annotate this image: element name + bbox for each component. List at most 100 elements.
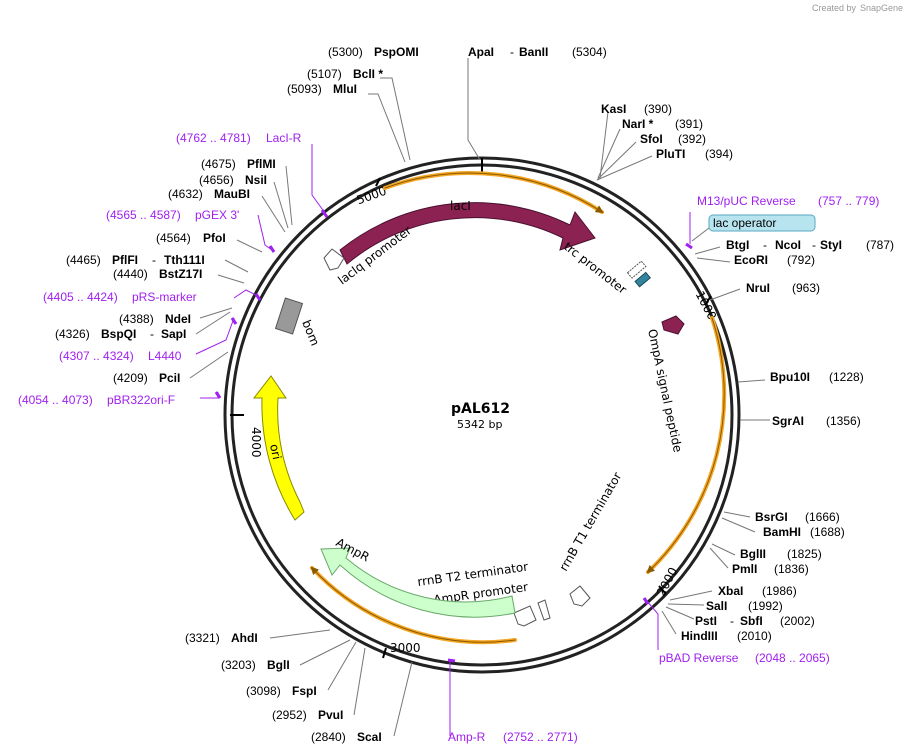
- site-sep-PflFI: -: [152, 253, 156, 267]
- site-FspI[interactable]: FspI: [292, 684, 317, 698]
- site-SapI[interactable]: SapI: [161, 327, 186, 341]
- site-AhdI[interactable]: AhdI: [231, 631, 258, 645]
- site-pos-EcoRI: (792): [787, 253, 815, 267]
- lacI-feature[interactable]: [339, 202, 596, 265]
- site-BstZ17I[interactable]: BstZ17I: [159, 267, 202, 281]
- site-SgrAI[interactable]: SgrAI: [772, 414, 804, 428]
- site-pos-PflMI: (4675): [201, 157, 236, 171]
- site-pos-BglII: (1825): [787, 547, 822, 561]
- rrnB-T2-arrow: [537, 599, 551, 621]
- site-BamHI[interactable]: BamHI: [763, 525, 801, 539]
- site-NdeI[interactable]: NdeI: [165, 312, 191, 326]
- site-BglII[interactable]: BglII: [740, 547, 766, 561]
- primer-LacI-R[interactable]: LacI-R: [266, 131, 302, 145]
- site-PflFI[interactable]: PflFI: [112, 253, 138, 267]
- primer-pGEX[interactable]: pGEX 3': [195, 208, 239, 222]
- site-NarI[interactable]: NarI *: [622, 117, 654, 131]
- site-pos-BamHI: (1688): [810, 525, 845, 539]
- primer-range-M13: (757 .. 779): [818, 194, 879, 208]
- site-PluTI[interactable]: PluTI: [656, 147, 685, 161]
- primer-range-pRS: (4405 .. 4424): [43, 290, 118, 304]
- site-pos-SgrAI: (1356): [826, 414, 861, 428]
- site-NruI[interactable]: NruI: [746, 281, 770, 295]
- site-BsrGI[interactable]: BsrGI: [755, 510, 788, 524]
- site-pos-XbaI: (1986): [762, 584, 797, 598]
- feature-arcs: [310, 171, 727, 645]
- scale-ticks: [230, 177, 712, 659]
- site-XbaI[interactable]: XbaI: [718, 584, 743, 598]
- site-StyI[interactable]: StyI: [820, 238, 842, 252]
- site-pos-BsrGI: (1666): [805, 510, 840, 524]
- site-PfoI[interactable]: PfoI: [203, 231, 226, 245]
- site-BclI[interactable]: BclI *: [353, 67, 383, 81]
- plasmid-length: 5342 bp: [457, 418, 502, 431]
- tick-3000: 3000: [390, 641, 421, 655]
- site-MauBI[interactable]: MauBI: [214, 187, 250, 201]
- site-pos-PspOMI: (5300): [328, 45, 363, 59]
- site-PstI[interactable]: PstI: [695, 614, 717, 628]
- site-MluI[interactable]: MluI: [333, 82, 357, 96]
- trc-promoter-label: trc promoter: [561, 239, 629, 297]
- site-pos-BspQI: (4326): [55, 327, 90, 341]
- site-PspOMI[interactable]: PspOMI: [374, 45, 419, 59]
- primer-range-LacI-R: (4762 .. 4781): [176, 131, 251, 145]
- site-pos-BglI: (3203): [221, 658, 256, 672]
- site-NsiI[interactable]: NsiI: [245, 173, 267, 187]
- site-pos-KasI: (390): [644, 102, 672, 116]
- site-BspQI[interactable]: BspQI: [101, 327, 136, 341]
- site-BanII[interactable]: BanII: [519, 45, 548, 59]
- primer-Amp-R[interactable]: Amp-R: [448, 730, 486, 744]
- lacIq-promoter-arrow: [323, 248, 345, 271]
- site-PvuI[interactable]: PvuI: [318, 708, 343, 722]
- site-HindIII[interactable]: HindIII: [681, 629, 718, 643]
- site-pos-PluTI: (394): [705, 147, 733, 161]
- site-pos-HindIII: (2010): [737, 629, 772, 643]
- site-KasI[interactable]: KasI: [601, 102, 626, 116]
- primer-pBR322[interactable]: pBR322ori-F: [107, 393, 175, 407]
- primer-range-Amp-R: (2752 .. 2771): [503, 730, 578, 744]
- lac-operator-tag[interactable]: [708, 214, 816, 232]
- ompA-label: OmpA signal peptide: [645, 328, 685, 454]
- site-Bpu10I[interactable]: Bpu10I: [770, 370, 810, 384]
- site-pos-NruI: (963): [792, 281, 820, 295]
- site-pos-PflFI: (4465): [66, 253, 101, 267]
- site-PciI[interactable]: PciI: [159, 371, 180, 385]
- ori-feature[interactable]: [252, 375, 305, 521]
- primer-M13[interactable]: M13/pUC Reverse: [697, 194, 796, 208]
- site-SfoI[interactable]: SfoI: [640, 132, 663, 146]
- lac-operator-mark: [626, 260, 647, 279]
- primer-L4440[interactable]: L4440: [148, 349, 182, 363]
- AmpR-promoter-arrow: [513, 605, 537, 627]
- site-pos-NarI: (391): [675, 117, 703, 131]
- primer-range-pBR322: (4054 .. 4073): [18, 393, 93, 407]
- site-SbfI[interactable]: SbfI: [740, 614, 763, 628]
- site-pos-BstZ17I: (4440): [113, 267, 148, 281]
- primer-pBAD[interactable]: pBAD Reverse: [659, 651, 739, 665]
- plasmid-name: pAL612: [451, 401, 510, 417]
- site-PflMI[interactable]: PflMI: [247, 157, 276, 171]
- site-sep-BtgI: -: [763, 238, 767, 252]
- ori-label: ori: [267, 443, 284, 461]
- site-ApaI[interactable]: ApaI: [468, 45, 494, 59]
- site-Tth111I[interactable]: Tth111I: [164, 253, 205, 267]
- site-EcoRI[interactable]: EcoRI: [734, 253, 768, 267]
- site-pos-BtgI: (787): [866, 238, 894, 252]
- primer-marks: [214, 209, 693, 663]
- AmpR-feature[interactable]: [320, 547, 516, 618]
- site-pos-MluI: (5093): [287, 82, 322, 96]
- site-pos-PciI: (4209): [113, 371, 148, 385]
- site-BglI[interactable]: BglI: [267, 658, 290, 672]
- site-ScaI[interactable]: ScaI: [357, 730, 382, 744]
- site-SalI[interactable]: SalI: [706, 599, 727, 613]
- bom-label: bom: [299, 318, 322, 348]
- site-PmlI[interactable]: PmlI: [732, 562, 757, 576]
- ompA-feature[interactable]: [661, 315, 685, 335]
- primer-pRS[interactable]: pRS-marker: [132, 290, 197, 304]
- site-NcoI[interactable]: NcoI: [775, 238, 801, 252]
- site-BtgI[interactable]: BtgI: [726, 238, 749, 252]
- site-pos-PstI: (2002): [780, 614, 815, 628]
- rrnB-T1-label: rrnB T1 terminator: [556, 470, 624, 574]
- tick-4000: 4000: [249, 427, 263, 458]
- site-pos-SfoI: (392): [678, 132, 706, 146]
